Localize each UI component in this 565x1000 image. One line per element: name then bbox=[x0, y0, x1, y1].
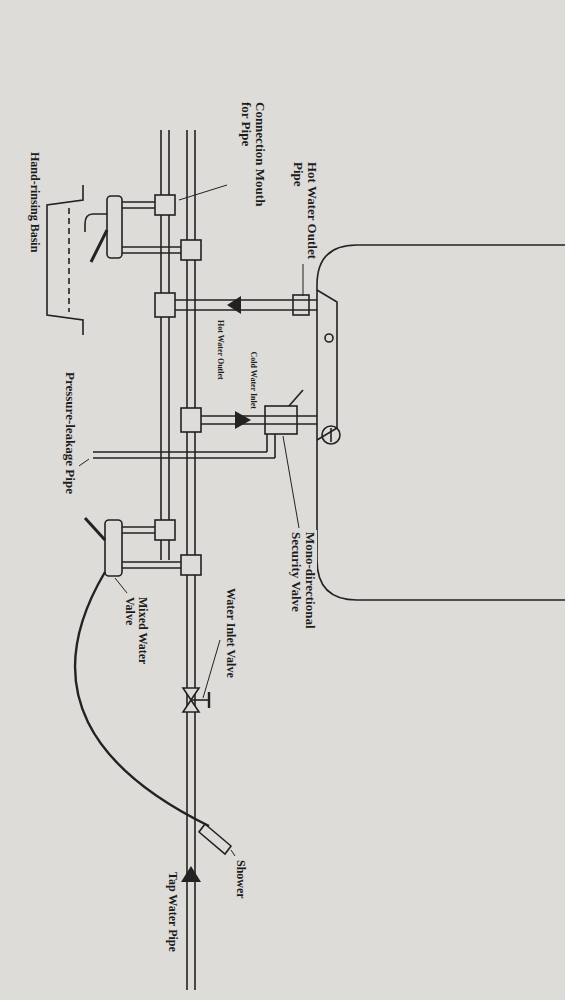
water-inlet-valve-handle bbox=[208, 692, 210, 708]
leader-line bbox=[303, 262, 304, 296]
basin-hot-drop bbox=[122, 207, 155, 209]
pipe-tee bbox=[155, 293, 175, 317]
part-label: Mixed Water Valve bbox=[124, 595, 149, 681]
basin-mixer-lever bbox=[91, 230, 107, 262]
part-label: Water Inlet Valve bbox=[224, 586, 237, 740]
tank-screw bbox=[325, 334, 333, 342]
basin-cold-drop bbox=[122, 252, 181, 254]
flow-label: Hot Water Outlet bbox=[216, 318, 224, 412]
basin-water bbox=[68, 208, 70, 312]
tank-knob-slot bbox=[330, 428, 332, 442]
flow-arrow bbox=[235, 411, 251, 429]
tank-knob bbox=[322, 426, 340, 444]
security-valve-lever bbox=[289, 390, 303, 406]
security-valve-outlet bbox=[274, 434, 276, 458]
security-valve-body bbox=[265, 406, 297, 434]
flow-arrow bbox=[181, 866, 201, 882]
tank-body bbox=[317, 245, 565, 600]
hand-rinsing-basin bbox=[47, 185, 83, 335]
shower-hose bbox=[75, 572, 209, 826]
basin-cold-drop bbox=[122, 246, 181, 248]
part-label: Shower bbox=[234, 858, 247, 932]
cold-inlet-pipe bbox=[199, 423, 317, 425]
shower-hot-drop bbox=[122, 526, 155, 528]
pipe-tee bbox=[181, 240, 201, 260]
shower-head bbox=[199, 824, 231, 854]
cold-inlet-pipe bbox=[199, 415, 317, 417]
shower-hot-drop bbox=[122, 532, 155, 534]
leader-line bbox=[231, 850, 235, 856]
basin-mixer-body bbox=[107, 196, 122, 258]
shower-cold-drop bbox=[122, 567, 181, 569]
pipe-tee bbox=[181, 555, 201, 575]
security-valve-outlet bbox=[266, 434, 268, 452]
shower-cold-drop bbox=[122, 561, 181, 563]
mixed-water-valve bbox=[105, 520, 122, 576]
pipe-tee bbox=[155, 195, 175, 215]
flow-arrow bbox=[227, 296, 241, 314]
leader-line bbox=[283, 436, 299, 528]
part-label: Pressure-leakage Pipe bbox=[63, 370, 77, 574]
part-label: Hot Water Outlet Pipe bbox=[292, 160, 319, 264]
part-label: Hand-rinsing Basin bbox=[28, 150, 41, 334]
part-label: Mono-directional Security Valve bbox=[290, 530, 317, 662]
leader-line bbox=[203, 640, 220, 698]
pipe-tee bbox=[155, 520, 175, 540]
leader-line bbox=[115, 578, 127, 593]
pressure-leakage-pipe bbox=[93, 457, 275, 459]
part-label: Tap Water Pipe bbox=[166, 870, 179, 994]
water-inlet-valve-stem bbox=[191, 699, 209, 701]
tank-plate bbox=[317, 290, 337, 440]
pipe-nut bbox=[293, 295, 309, 315]
basin-spout bbox=[85, 214, 107, 232]
pipe-tee bbox=[181, 408, 201, 432]
mixed-water-valve-lever bbox=[85, 518, 105, 540]
part-label: Connection Mouth for Pipe bbox=[240, 100, 267, 216]
pressure-leakage-pipe bbox=[93, 451, 267, 453]
leader-line bbox=[79, 459, 89, 466]
basin-hot-drop bbox=[122, 201, 155, 203]
flow-label: Cold Water Inlet bbox=[249, 343, 257, 411]
leader-line bbox=[179, 185, 227, 200]
